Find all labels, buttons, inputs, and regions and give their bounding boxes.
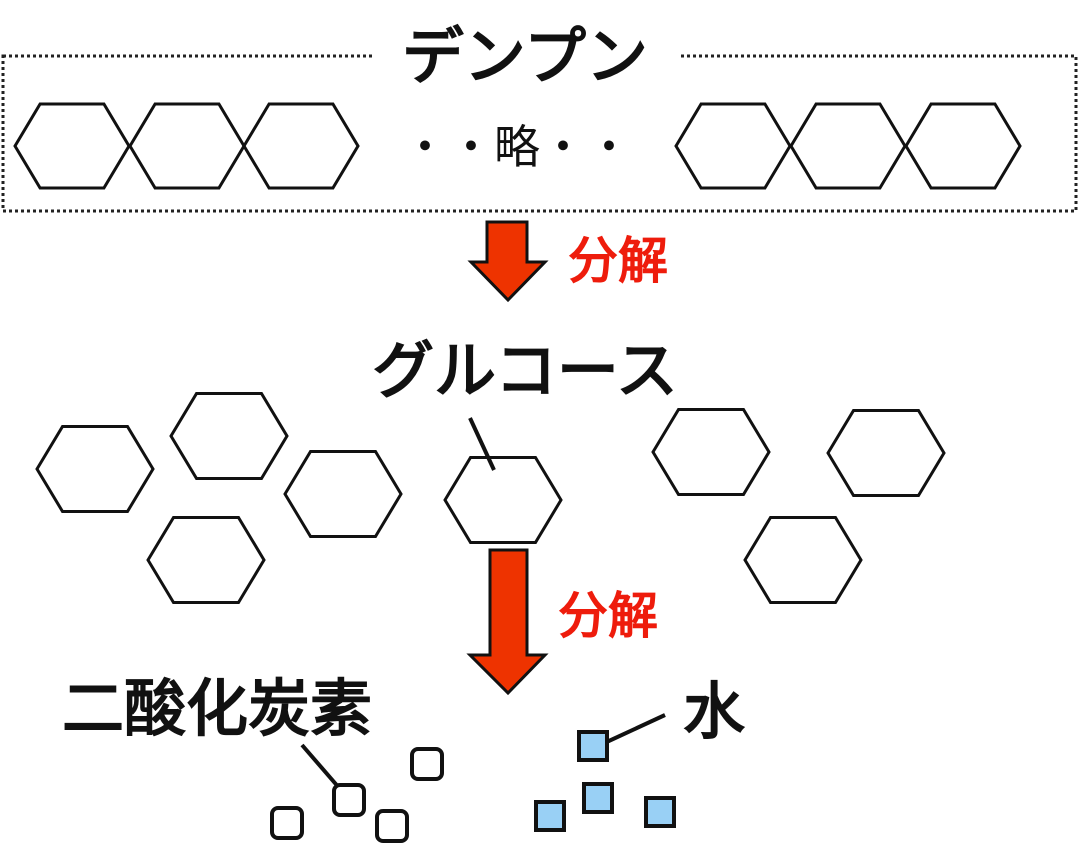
- starch-glucose-unit-hexagon: [242, 102, 360, 190]
- decompose-label-2: 分解: [558, 587, 658, 645]
- glucose-hexagon: [283, 450, 403, 538]
- decompose-label-1: 分解: [568, 232, 668, 290]
- water-molecule: [582, 782, 614, 814]
- glucose-hexagon: [826, 409, 946, 497]
- co2-molecule: [375, 809, 409, 843]
- starch-glucose-unit-hexagon: [674, 102, 792, 190]
- glucose-hexagon: [743, 516, 863, 604]
- co2-title: 二酸化炭素: [62, 672, 372, 745]
- decompose-arrow-1: [467, 220, 549, 303]
- molecule-group: [270, 730, 676, 843]
- hexagon-group: [13, 102, 1022, 604]
- title-background: [372, 20, 678, 90]
- glucose-hexagon: [443, 456, 563, 544]
- water-title: 水: [683, 675, 746, 748]
- starch-title: デンプン: [402, 20, 648, 93]
- glucose-hexagon: [35, 425, 155, 513]
- co2-molecule: [410, 747, 444, 781]
- water-molecule: [577, 730, 609, 762]
- water-pointer-line: [597, 713, 666, 748]
- water-molecule: [534, 800, 566, 832]
- starch-glucose-unit-hexagon: [904, 102, 1022, 190]
- starch-glucose-unit-hexagon: [13, 102, 131, 190]
- co2-molecule: [332, 783, 366, 817]
- starch-omitted-text: ・・略・・: [402, 120, 632, 174]
- glucose-title: グルコース: [372, 334, 678, 407]
- glucose-pointer-line: [468, 417, 496, 471]
- co2-molecule: [270, 806, 304, 840]
- glucose-hexagon: [169, 392, 289, 480]
- starch-glucose-unit-hexagon: [789, 102, 907, 190]
- decompose-arrow-2: [466, 548, 549, 696]
- water-molecule: [644, 796, 676, 828]
- glucose-hexagon: [146, 516, 266, 604]
- starch-glucose-unit-hexagon: [128, 102, 246, 190]
- glucose-hexagon: [651, 408, 771, 496]
